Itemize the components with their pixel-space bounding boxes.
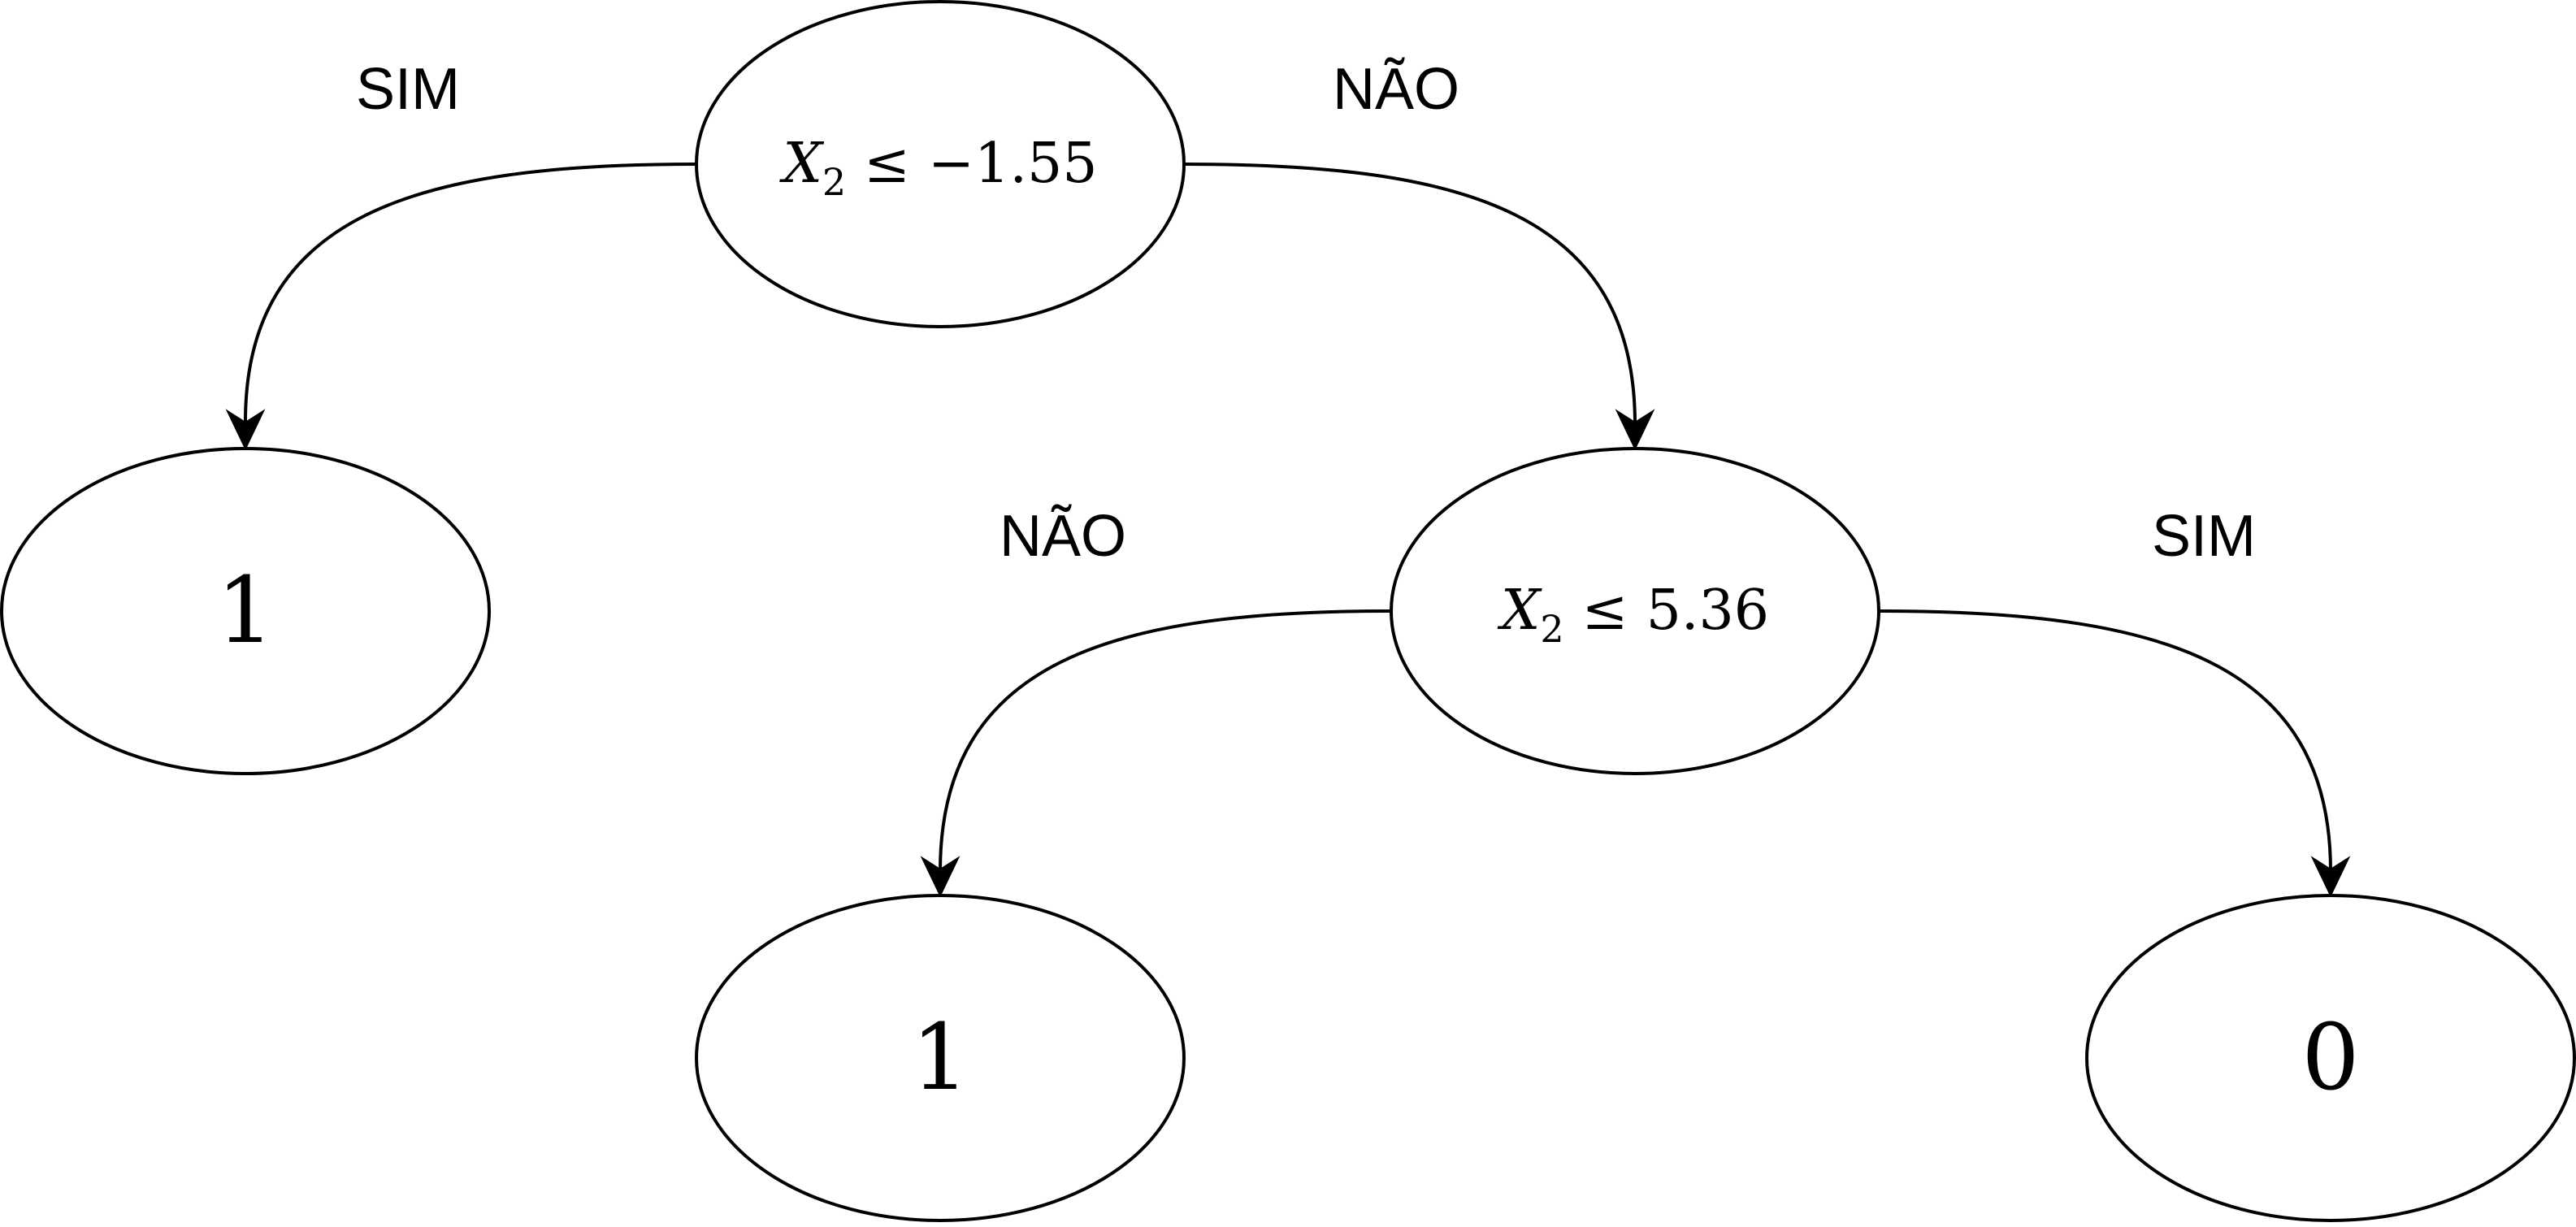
node-ellipse bbox=[695, 0, 1186, 328]
node-ellipse bbox=[0, 447, 491, 775]
node-leaf-left: 1 bbox=[0, 447, 491, 775]
condition-operator: ≤ bbox=[864, 132, 910, 196]
leaf-class-label: 1 bbox=[216, 558, 274, 664]
edge-label-inner-no: NÃO bbox=[1000, 504, 1126, 569]
node-inner-right: X2 ≤5.36 bbox=[1390, 447, 1880, 775]
node-ellipse bbox=[1390, 447, 1880, 775]
condition-subscript: 2 bbox=[822, 160, 846, 204]
leaf-class-label: 0 bbox=[2301, 1005, 2359, 1111]
edge-root-to-inner-right bbox=[1184, 163, 1655, 451]
edge-inner-to-leaf-bottom-right bbox=[1880, 609, 2351, 898]
edge-line bbox=[939, 609, 1390, 872]
node-leaf-bottom-right: 0 bbox=[2085, 894, 2576, 1222]
leaf-class-label: 1 bbox=[911, 1005, 969, 1111]
edge-label-root-no: NÃO bbox=[1333, 57, 1459, 122]
arrowhead-icon bbox=[225, 409, 266, 451]
edge-line bbox=[1880, 609, 2332, 872]
condition-subscript: 2 bbox=[1540, 607, 1563, 651]
condition-variable: X bbox=[778, 132, 824, 196]
arrowhead-icon bbox=[920, 856, 961, 898]
edge-label-inner-yes: SIM bbox=[2152, 504, 2256, 569]
edge-line bbox=[1184, 163, 1637, 425]
condition-threshold: −1.55 bbox=[928, 132, 1097, 196]
node-leaf-bottom-left: 1 bbox=[695, 894, 1186, 1222]
condition-threshold: 5.36 bbox=[1646, 579, 1769, 643]
edge-root-to-leaf-left bbox=[225, 163, 696, 451]
arrowhead-icon bbox=[1615, 409, 1655, 451]
edge-label-root-yes: SIM bbox=[356, 57, 460, 122]
edge-line bbox=[243, 163, 696, 425]
node-condition: X2 ≤5.36 bbox=[1497, 579, 1769, 651]
edge-inner-to-leaf-bottom-left bbox=[920, 609, 1390, 898]
node-ellipse bbox=[2085, 894, 2576, 1222]
condition-operator: ≤ bbox=[1582, 579, 1628, 643]
node-ellipse bbox=[695, 894, 1186, 1222]
node-root: X2 ≤ −1.55 bbox=[695, 0, 1186, 328]
node-condition: X2 ≤ −1.55 bbox=[778, 132, 1097, 204]
condition-variable: X bbox=[1497, 579, 1542, 643]
arrowhead-icon bbox=[2310, 856, 2351, 898]
